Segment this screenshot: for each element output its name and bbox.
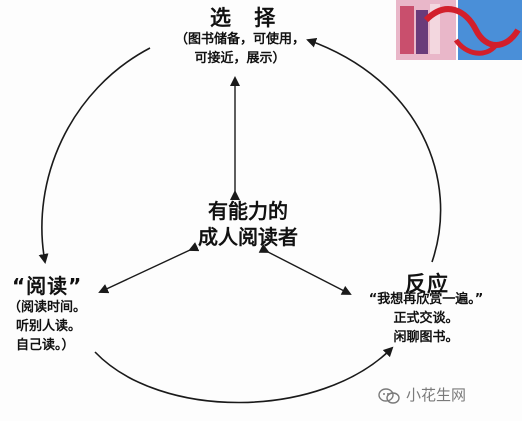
- watermark: 小花生网: [378, 384, 466, 405]
- node-choose-desc-line: 可接近，展示）: [194, 51, 286, 66]
- wechat-icon: [378, 387, 400, 404]
- node-choose-title: 选 择: [210, 6, 284, 30]
- arc-read-to-react: [94, 346, 394, 404]
- node-read-desc-line: （阅读时间。: [8, 300, 87, 315]
- spoke-center-read: [98, 242, 200, 294]
- watermark-text: 小花生网: [406, 386, 467, 404]
- node-center-line: 成人阅读者: [198, 225, 298, 249]
- node-react-desc-line: “我想再欣赏一遍。”: [368, 292, 484, 307]
- arc-react-to-choose: [306, 37, 442, 263]
- node-react-desc-line: 正式交谈。: [393, 311, 459, 326]
- arc-choose-to-read: [38, 47, 151, 264]
- node-center: 有能力的 成人阅读者: [188, 198, 308, 250]
- node-read-title: “阅读”: [12, 274, 83, 298]
- node-read-description: （阅读时间。 听别人读。 自己读。）: [8, 298, 86, 355]
- node-choose-description: （图书储备，可使用， 可接近，展示）: [150, 30, 330, 68]
- node-react-description: “我想再欣赏一遍。” 正式交谈。 闲聊图书。: [356, 290, 496, 347]
- spoke-center-react: [258, 243, 352, 295]
- node-read-desc-line: 自己读。）: [16, 338, 75, 353]
- decorative-ribbon-image: [396, 0, 522, 60]
- node-react-desc-line: 闲聊图书。: [393, 330, 459, 345]
- node-center-line: 有能力的: [208, 199, 288, 223]
- node-read-desc-line: 听别人读。: [16, 319, 82, 334]
- node-react-title: 反应: [405, 272, 449, 296]
- node-choose-desc-line: （图书储备，可使用，: [174, 32, 305, 47]
